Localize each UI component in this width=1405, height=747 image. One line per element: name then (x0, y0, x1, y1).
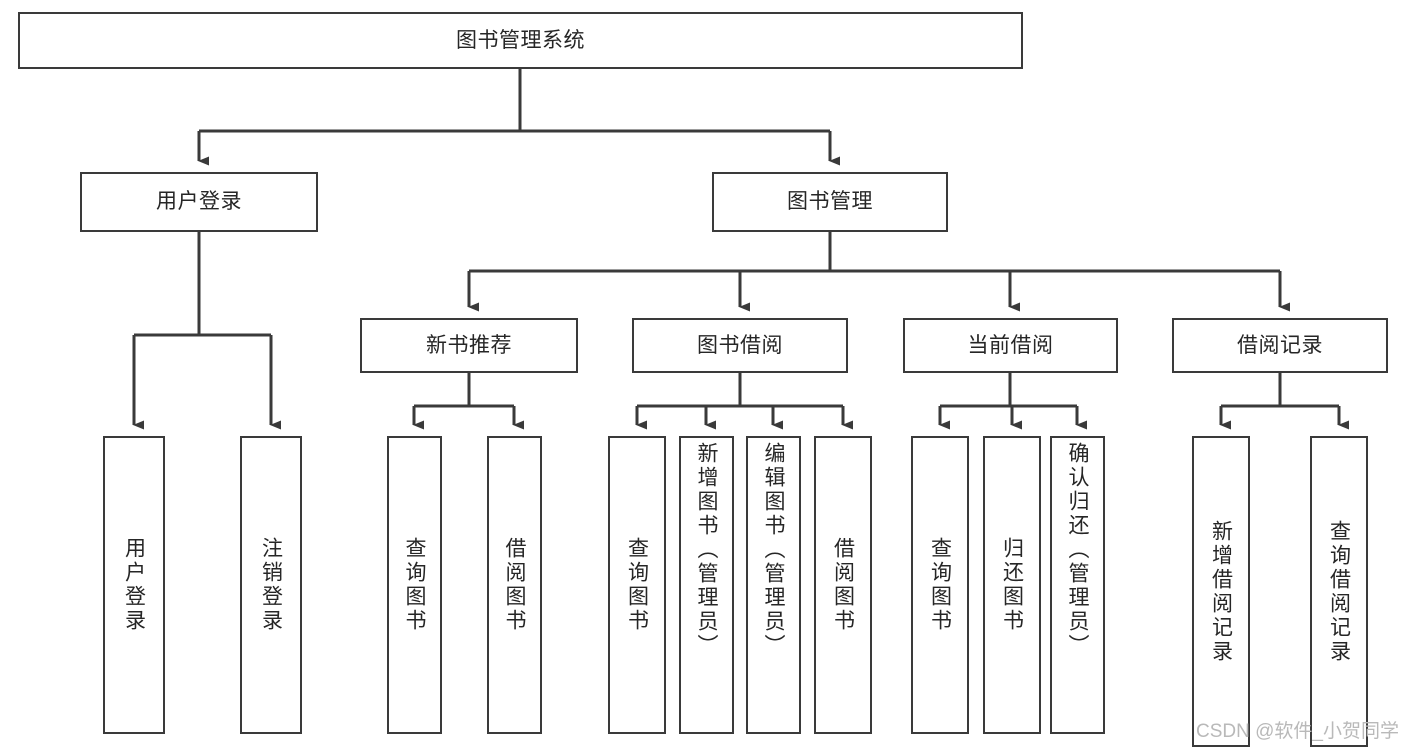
node-leaf-add-borrow-record-label: 新增借阅记录 (1209, 519, 1233, 664)
node-leaf-query-borrow-record[interactable]: 查询借阅记录 (1310, 436, 1368, 747)
node-leaf-query-borrow-record-label: 查询借阅记录 (1327, 519, 1351, 664)
node-user-login[interactable]: 用户登录 (80, 172, 318, 232)
node-user-login-label: 用户登录 (156, 190, 242, 214)
node-leaf-query-book-label: 查询图书 (625, 537, 649, 633)
node-root-system[interactable]: 图书管理系统 (18, 12, 1023, 69)
node-leaf-add-borrow-record[interactable]: 新增借阅记录 (1192, 436, 1250, 747)
node-book-management[interactable]: 图书管理 (712, 172, 948, 232)
node-book-borrow[interactable]: 图书借阅 (632, 318, 848, 373)
node-leaf-user-login[interactable]: 用户登录 (103, 436, 165, 734)
node-root-label: 图书管理系统 (456, 28, 585, 52)
node-leaf-user-login-label: 用户登录 (122, 537, 146, 633)
node-leaf-query-book-new-label: 查询图书 (403, 537, 426, 633)
node-leaf-return-book[interactable]: 归还图书 (983, 436, 1041, 734)
node-leaf-add-book-admin-label: 新增图书（管理员） (695, 442, 718, 658)
node-leaf-borrow-book-label: 借阅图书 (831, 537, 855, 633)
node-borrow-record[interactable]: 借阅记录 (1172, 318, 1388, 373)
node-current-borrow[interactable]: 当前借阅 (903, 318, 1118, 373)
node-leaf-edit-book-admin-label: 编辑图书（管理员） (762, 442, 785, 658)
node-leaf-logout-label: 注销登录 (259, 537, 283, 633)
node-leaf-confirm-return-admin-label: 确认归还（管理员） (1066, 442, 1089, 658)
node-leaf-borrow-book[interactable]: 借阅图书 (814, 436, 872, 734)
node-leaf-query-book-new[interactable]: 查询图书 (387, 436, 442, 734)
node-leaf-add-book-admin[interactable]: 新增图书（管理员） (679, 436, 734, 734)
node-borrow-record-label: 借阅记录 (1237, 333, 1323, 357)
node-book-borrow-label: 图书借阅 (697, 333, 783, 357)
node-leaf-logout[interactable]: 注销登录 (240, 436, 302, 734)
node-new-book-recommend-label: 新书推荐 (426, 333, 512, 357)
node-new-book-recommend[interactable]: 新书推荐 (360, 318, 578, 373)
node-leaf-return-book-label: 归还图书 (1000, 537, 1024, 633)
node-leaf-query-book[interactable]: 查询图书 (608, 436, 666, 734)
node-leaf-borrow-book-new-label: 借阅图书 (503, 537, 526, 633)
node-leaf-query-book-current-label: 查询图书 (928, 537, 952, 633)
node-book-management-label: 图书管理 (787, 190, 873, 214)
node-leaf-confirm-return-admin[interactable]: 确认归还（管理员） (1050, 436, 1105, 734)
node-current-borrow-label: 当前借阅 (967, 333, 1054, 357)
node-leaf-query-book-current[interactable]: 查询图书 (911, 436, 969, 734)
node-leaf-edit-book-admin[interactable]: 编辑图书（管理员） (746, 436, 801, 734)
node-leaf-borrow-book-new[interactable]: 借阅图书 (487, 436, 542, 734)
